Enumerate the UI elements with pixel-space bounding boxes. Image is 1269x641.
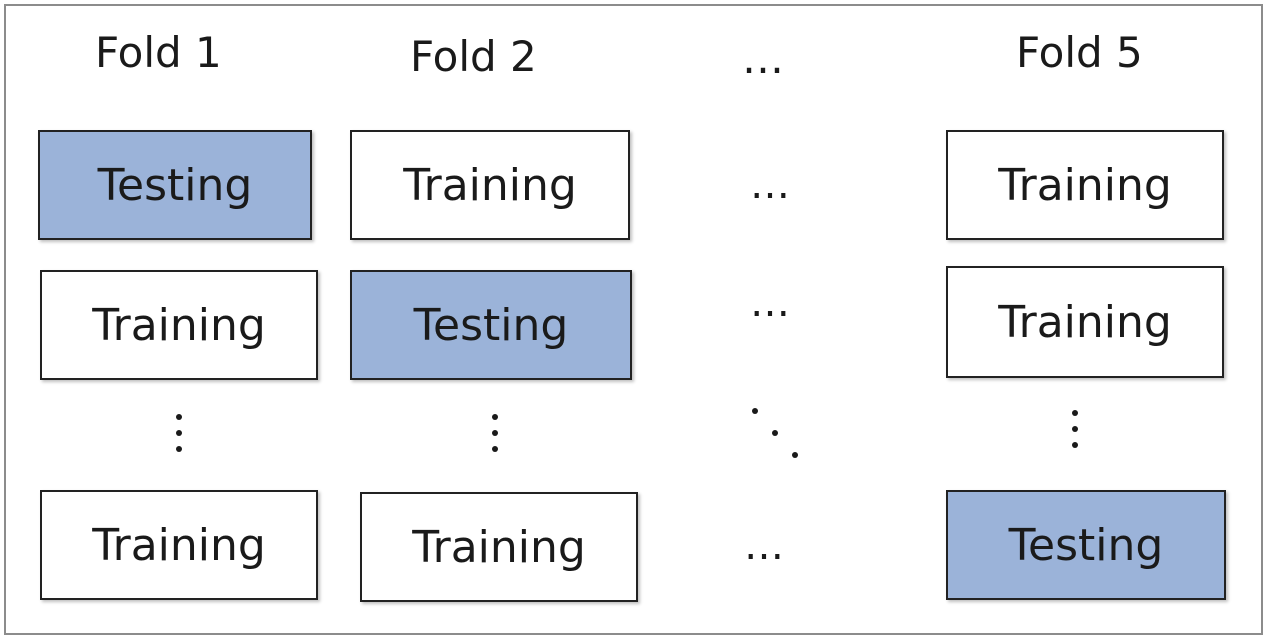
header-fold-2: Fold 2 bbox=[410, 32, 537, 81]
cell-fold2-row2: Testing bbox=[350, 270, 632, 380]
header-ellipsis: … bbox=[742, 34, 784, 83]
cell-fold2-row4: Training bbox=[360, 492, 638, 602]
cell-fold1-row1: Testing bbox=[38, 130, 312, 240]
cell-fold5-row1: Training bbox=[946, 130, 1224, 240]
row1-ellipsis: … bbox=[750, 162, 794, 208]
cell-fold1-row4: Training bbox=[40, 490, 318, 600]
fold5-vertical-ellipsis bbox=[1072, 410, 1078, 458]
diagonal-ellipsis bbox=[748, 404, 808, 464]
row2-ellipsis: … bbox=[750, 280, 794, 326]
fold2-vertical-ellipsis bbox=[492, 414, 498, 462]
fold1-vertical-ellipsis bbox=[176, 414, 182, 462]
cell-fold2-row1: Training bbox=[350, 130, 630, 240]
header-fold-1: Fold 1 bbox=[95, 28, 222, 77]
header-fold-5: Fold 5 bbox=[1016, 28, 1143, 77]
cell-fold1-row2: Training bbox=[40, 270, 318, 380]
cell-fold5-row2: Training bbox=[946, 266, 1224, 378]
row4-ellipsis: … bbox=[744, 523, 788, 569]
cell-fold5-row4: Testing bbox=[946, 490, 1226, 600]
